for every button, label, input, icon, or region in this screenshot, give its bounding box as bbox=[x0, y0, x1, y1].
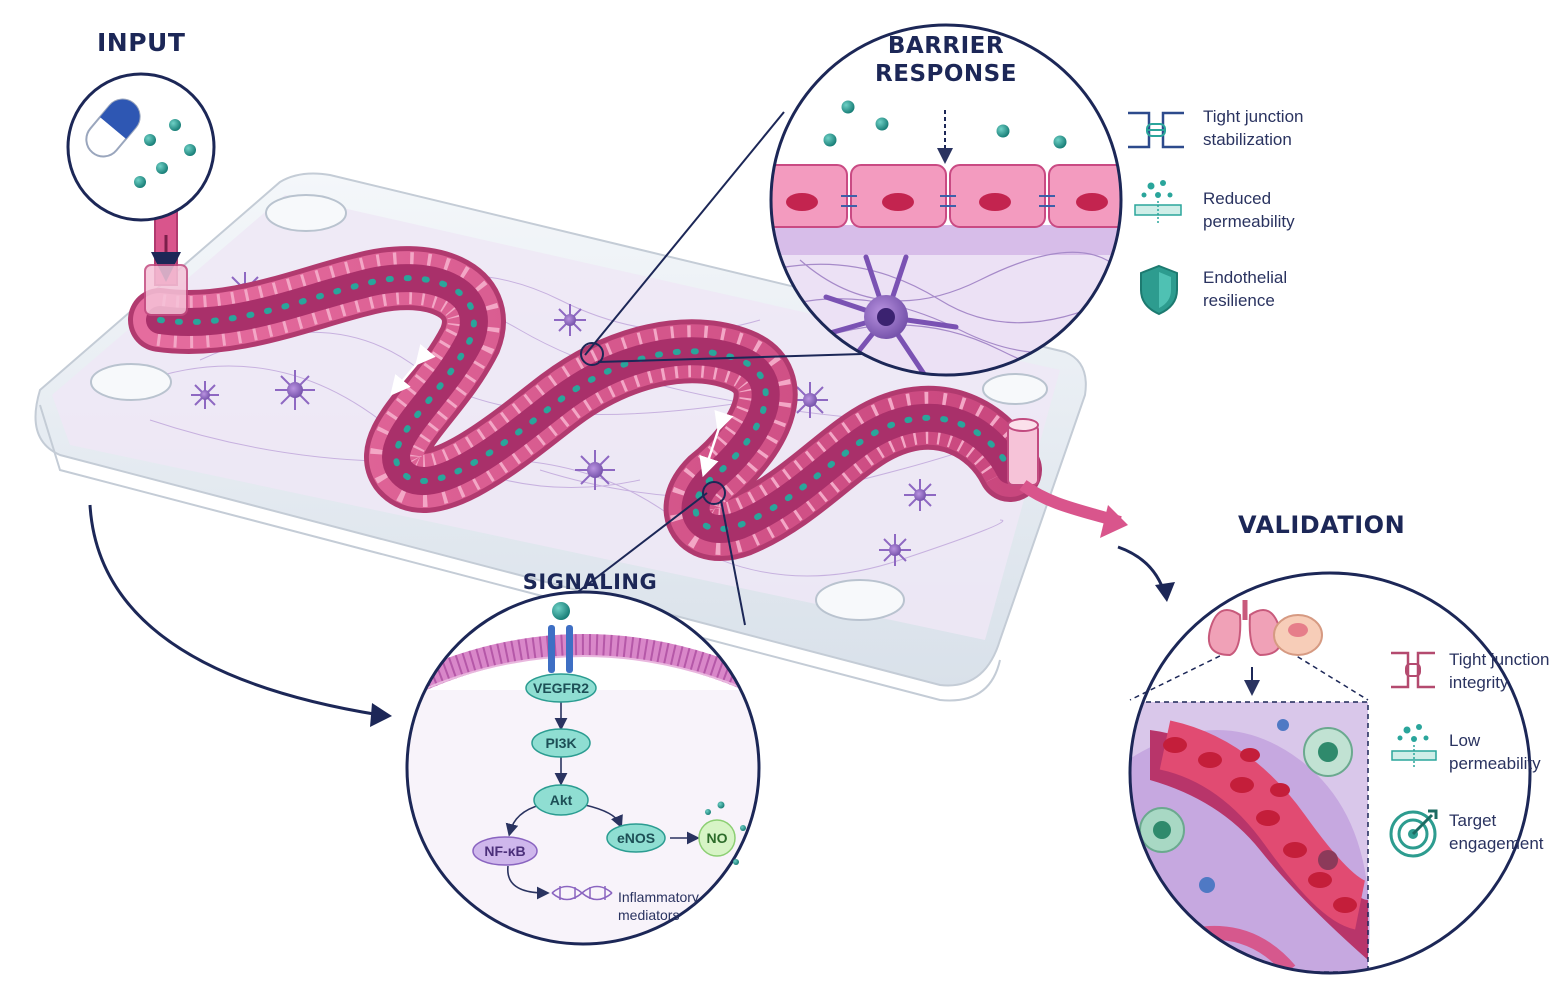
pathway-node-no bbox=[698, 801, 746, 865]
barrier-response-title: BARRIER RESPONSE bbox=[860, 32, 1032, 88]
outlet-port bbox=[1007, 418, 1128, 538]
input-panel bbox=[66, 72, 216, 222]
tight-junction-icon bbox=[1391, 651, 1435, 689]
pathway-node-vegfr2 bbox=[525, 673, 597, 703]
barrier-legend-label: Reduced permeability bbox=[1203, 189, 1295, 231]
node-label-no: NO bbox=[706, 830, 728, 846]
shield-icon bbox=[1140, 264, 1178, 316]
barrier-response-panel bbox=[580, 23, 1123, 377]
pathway-node-nfkb bbox=[472, 836, 538, 866]
barrier-title-line1: BARRIER bbox=[887, 33, 1005, 59]
node-label-akt: Akt bbox=[549, 792, 573, 808]
validation-legend-permeability: Low permeability bbox=[1388, 724, 1566, 777]
dna-icon bbox=[551, 885, 613, 901]
input-title: INPUT bbox=[97, 28, 186, 57]
barrier-legend-label: Tight junction stabilization bbox=[1203, 107, 1304, 149]
lungs-icon bbox=[1208, 600, 1282, 657]
validation-title: VALIDATION bbox=[1238, 511, 1406, 539]
process-arrows bbox=[88, 504, 1175, 727]
validation-legend-tight-junction: Tight junction integrity bbox=[1388, 646, 1566, 696]
validation-legend-label: Tight junction integrity bbox=[1449, 650, 1550, 692]
barrier-legend-tight-junction: Tight junction stabilization bbox=[1125, 105, 1355, 155]
node-label-vegfr2: VEGFR2 bbox=[532, 680, 589, 696]
drug-molecules bbox=[134, 119, 196, 188]
barrier-legend-label: Endothelial resilience bbox=[1203, 268, 1288, 310]
neuron-cell-large bbox=[813, 254, 959, 375]
flow-arrows bbox=[390, 343, 734, 478]
inlet-port bbox=[144, 199, 188, 316]
pathway-node-akt bbox=[533, 784, 589, 816]
barrier-legend-resilience: Endothelial resilience bbox=[1125, 264, 1355, 316]
validation-legend-label: Target engagement bbox=[1449, 811, 1544, 853]
vessel-channel bbox=[128, 246, 1042, 561]
capsule-icon bbox=[85, 98, 141, 158]
drug-molecules bbox=[823, 100, 1067, 149]
chip-wells bbox=[90, 194, 1048, 621]
validation-legend-label: Low permeability bbox=[1449, 731, 1541, 773]
node-label-pi3k: PI3K bbox=[545, 735, 577, 751]
tight-junction-icon bbox=[1128, 111, 1184, 149]
pathway-node-pi3k bbox=[531, 728, 591, 758]
barrier-title-line2: RESPONSE bbox=[875, 61, 1017, 87]
validation-legend-target: Target engagement bbox=[1388, 807, 1566, 858]
signaling-title: SIGNALING bbox=[522, 570, 658, 594]
tissue-sample-icon bbox=[1273, 614, 1323, 656]
receptor-icon bbox=[548, 602, 573, 673]
node-label-enos: eNOS bbox=[616, 830, 656, 846]
barrier-legend-permeability: Reduced permeability bbox=[1125, 180, 1355, 235]
permeability-icon bbox=[1391, 724, 1437, 767]
immune-cells bbox=[1139, 719, 1353, 893]
target-icon bbox=[1389, 809, 1438, 858]
pathway-node-enos bbox=[606, 823, 666, 853]
permeability-icon bbox=[1134, 180, 1182, 223]
inflammatory-mediators-label: Inflammatory mediators bbox=[618, 889, 699, 923]
node-label-nfkb: NF-κB bbox=[484, 843, 526, 859]
